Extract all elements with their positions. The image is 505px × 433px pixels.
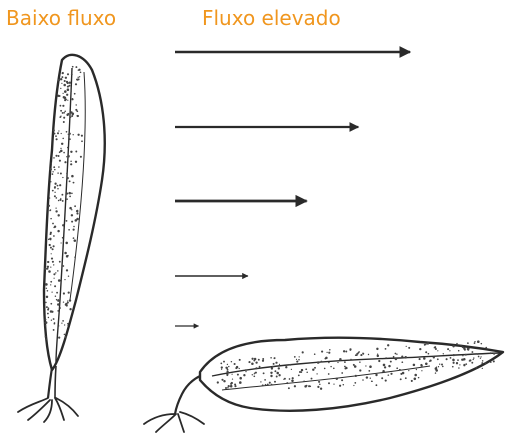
flow-arrows [175, 52, 410, 326]
kelp-streamlined-icon [144, 338, 503, 432]
kelp-upright-icon [18, 55, 105, 422]
